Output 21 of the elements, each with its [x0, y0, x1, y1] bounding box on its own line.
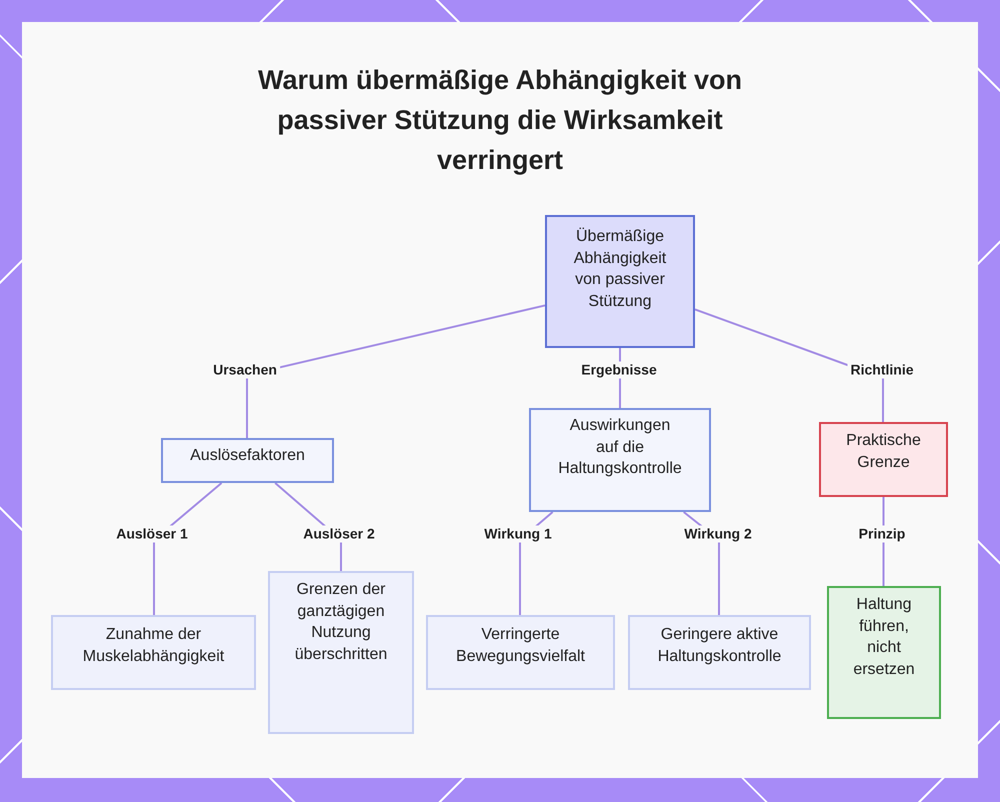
node-text: Haltung führen, nicht ersetzen [852, 595, 916, 680]
node-text: Auswirkungen auf die Haltungskontrolle [557, 416, 683, 479]
edge-label: Richtlinie [848, 362, 916, 378]
concept-box [268, 571, 414, 734]
node-text: Auslösefaktoren [189, 446, 306, 466]
node-text: Zunahme der Muskelabhängigkeit [82, 625, 226, 666]
diagram-title: Warum übermäßige Abhängigkeit von passiver Stützung die Wirksamkeit verringert [256, 64, 744, 177]
node-text: Verringerte Bewegungsvielfalt [455, 625, 586, 666]
concept-box [426, 615, 615, 690]
node-text: Übermäßige Abhängigkeit von passiver Stützung [572, 226, 668, 312]
node-text: Praktische Grenze [845, 431, 922, 472]
concept-box [827, 586, 941, 719]
concept-box [51, 615, 256, 690]
concept-box [545, 215, 695, 348]
concept-box [161, 438, 334, 483]
connector-line [246, 304, 546, 438]
node-text: Geringere aktive Haltungskontrolle [656, 625, 782, 666]
concept-box [529, 408, 711, 512]
node-text: Grenzen der ganztägigen Nutzung überschritten [294, 580, 388, 664]
concept-box [819, 422, 948, 497]
concept-box [628, 615, 811, 690]
